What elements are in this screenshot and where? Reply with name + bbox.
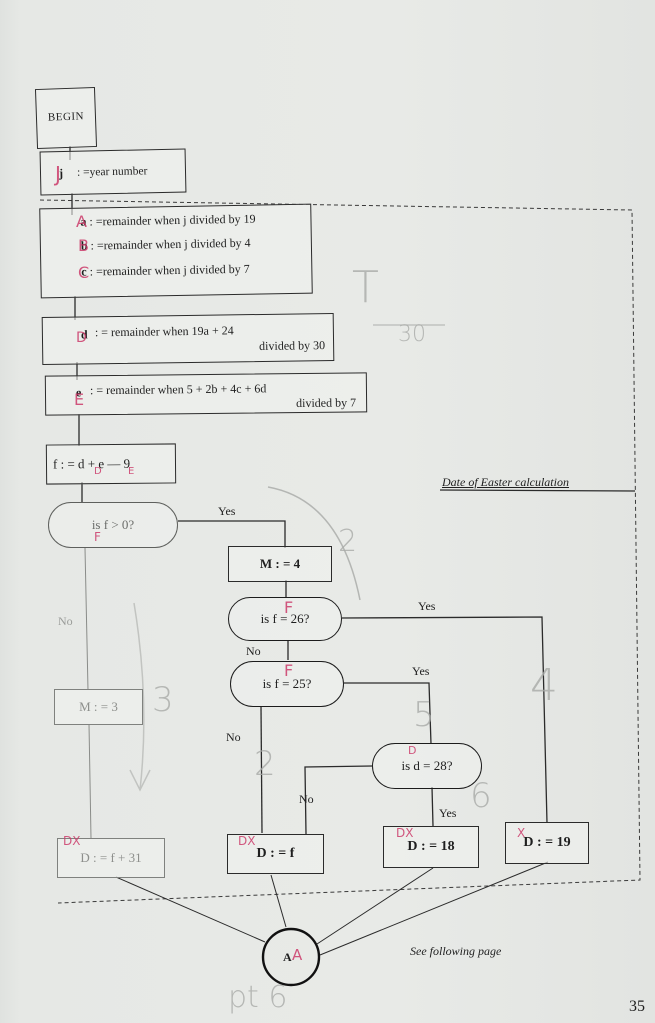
pencil-arc-2 xyxy=(267,486,361,601)
connector-circle xyxy=(261,927,321,987)
assign-d-18: D : = 18 xyxy=(383,826,479,868)
begin-box: BEGIN xyxy=(34,86,98,150)
yes-label-f-eq-26: Yes xyxy=(418,599,436,613)
assign-d-f-plus-31-text: D : = f + 31 xyxy=(80,849,142,865)
pen-annotation-dx3: DX xyxy=(396,826,414,840)
step-b: b : =remainder when j divided by 4 xyxy=(81,236,251,254)
decision-f-eq-25-text: is f = 25? xyxy=(262,676,312,691)
pen-annotation-c: C xyxy=(78,263,90,282)
diagram-title: Date of Easter calculation xyxy=(442,475,569,489)
assign-d-18-text: D : = 18 xyxy=(407,839,455,855)
assign-m-4: M : = 4 xyxy=(228,546,332,582)
yes-label-f-gt-0: Yes xyxy=(218,504,236,518)
connector-note: See following page xyxy=(410,944,502,958)
no-label-f-eq-25: No xyxy=(226,730,241,744)
step-c: c : =remainder when j divided by 7 xyxy=(81,262,250,280)
no-label-f-eq-26: No xyxy=(246,644,261,658)
yes-branch-line xyxy=(178,520,286,548)
pen-annotation-j: J xyxy=(55,162,61,186)
pen-annotation-x4: X xyxy=(517,826,526,840)
pen-annotation-b: B xyxy=(78,236,89,255)
decision-f-eq-26: is f = 26? xyxy=(228,597,342,641)
no-label-f-gt-0: No xyxy=(58,614,73,628)
decision-d-eq-28-text: is d = 28? xyxy=(401,758,453,773)
page-number: 35 xyxy=(629,998,645,1015)
step-a: a : =remainder when j divided by 19 xyxy=(80,212,255,230)
step-j-text: : =year number xyxy=(76,165,148,179)
step-c-text: : =remainder when j divided by 7 xyxy=(89,261,250,279)
step-d-line1: : = remainder when 19a + 24 xyxy=(94,323,234,340)
pen-annotation-a: A xyxy=(76,212,87,231)
dashed-enclosure xyxy=(39,199,641,904)
step-j-box: j : =year number xyxy=(39,148,187,196)
pen-annotation-e: E xyxy=(74,390,85,409)
pencil-arc-3 xyxy=(133,602,145,791)
assign-m-3-text: M : = 3 xyxy=(79,698,118,714)
decision-f-gt-0: is f > 0? xyxy=(48,502,178,548)
pen-annotation-dx1: DX xyxy=(63,834,81,848)
pencil-step-2: 2 xyxy=(338,524,358,559)
step-e-box: e : = remainder when 5 + 2b + 4c + 6d di… xyxy=(44,372,368,416)
step-d-line2: divided by 30 xyxy=(259,338,326,354)
pen-annotation-f25: F xyxy=(284,661,294,680)
step-f-box: f : = d + e — 9 xyxy=(45,443,177,485)
pen-annotation-f26: F xyxy=(284,598,294,617)
pen-annotation-d: D xyxy=(76,330,87,346)
yes-label-f-eq-25: Yes xyxy=(412,664,430,678)
pen-annotation-connector: A xyxy=(292,946,303,964)
pen-annotation-d28: D xyxy=(408,744,417,757)
pencil-pt-note: pt 6 xyxy=(228,980,288,1015)
decision-f-gt-0-text: is f > 0? xyxy=(91,517,135,532)
step-a-text: : =remainder when j divided by 19 xyxy=(89,211,256,229)
assign-d-f: D : = f xyxy=(227,834,324,874)
pencil-step-6: 6 xyxy=(470,776,492,816)
decision-f-eq-26-text: is f = 26? xyxy=(260,611,310,626)
step-e-line1: : = remainder when 5 + 2b + 4c + 6d xyxy=(89,381,267,398)
assign-m-4-text: M : = 4 xyxy=(259,555,301,571)
step-b-text: : =remainder when j divided by 4 xyxy=(90,235,251,253)
assign-d-f-text: D : = f xyxy=(256,846,295,862)
step-e-line2: divided by 7 xyxy=(296,395,357,411)
decision-f-eq-25: is f = 25? xyxy=(230,661,344,707)
pen-annotation-dx2: DX xyxy=(238,834,256,848)
pencil-fraction-bottom: 30 xyxy=(398,322,426,347)
assign-m-3: M : = 3 xyxy=(54,689,143,725)
pen-annotation-f-e: E xyxy=(128,466,135,477)
step-f-text: f : = d + e — 9 xyxy=(52,455,131,472)
yes-label-d-eq-28: Yes xyxy=(439,806,457,820)
pencil-fraction-top: T xyxy=(352,262,379,313)
pen-annotation-f-d: D xyxy=(94,466,102,477)
pencil-step-5: 5 xyxy=(413,695,435,735)
assign-d-f-plus-31: D : = f + 31 xyxy=(57,838,165,878)
pencil-step-4: 4 xyxy=(530,660,558,711)
connector-label: A xyxy=(283,950,292,964)
begin-label: BEGIN xyxy=(47,110,85,124)
pencil-step-3: 3 xyxy=(152,680,174,720)
pencil-step-2b: 2 xyxy=(254,744,276,784)
decision-d-eq-28: is d = 28? xyxy=(372,743,482,789)
no-label-d-eq-28: No xyxy=(299,792,314,806)
assign-d-19-text: D : = 19 xyxy=(523,835,571,851)
assign-d-19: D : = 19 xyxy=(505,822,589,864)
no-branch-line xyxy=(84,547,89,691)
pen-annotation-f-gt0: F xyxy=(94,530,101,544)
